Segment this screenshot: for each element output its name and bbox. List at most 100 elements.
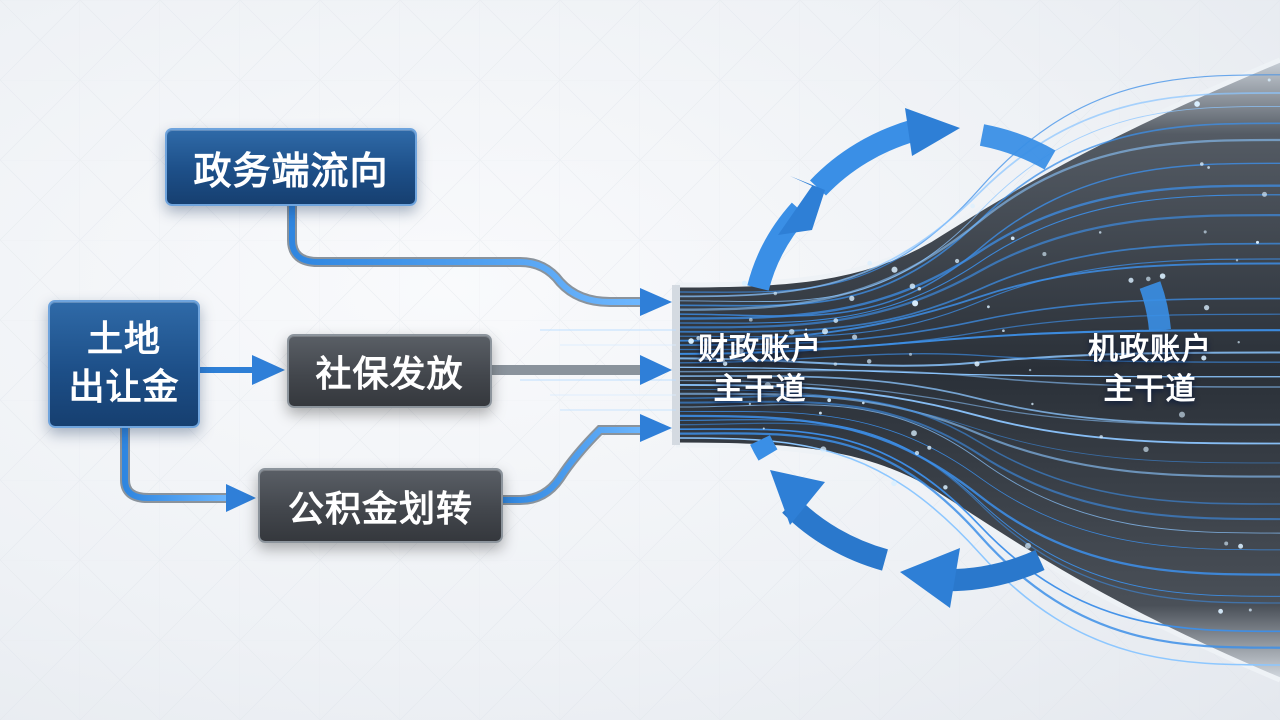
fiber-strand — [679, 379, 1280, 426]
fiber-strand — [679, 213, 1280, 329]
agency-channel-label-line2: 主干道 — [1103, 372, 1197, 407]
node-fund-label: 公积金划转 — [287, 488, 473, 530]
fiber-spark — [762, 427, 765, 430]
circular-flow-arrows-icon — [747, 119, 1171, 592]
fiber-strand — [679, 138, 1280, 311]
fiber-strand — [679, 437, 1280, 666]
fiber-spark — [1042, 252, 1047, 257]
node-gov-flow-label: 政务端流向 — [193, 148, 389, 193]
fiber-strand — [679, 388, 1280, 464]
arrow-right-icon — [770, 470, 825, 525]
fiber-spark — [1031, 402, 1034, 406]
fiber-strand — [679, 74, 1280, 293]
fiber-spark — [773, 291, 778, 296]
fiber-spark — [1262, 191, 1267, 197]
fiber-strand — [679, 353, 1280, 364]
fiber-strand — [679, 242, 1280, 333]
fiber-spark — [974, 361, 980, 367]
fiber-strand — [679, 194, 1280, 324]
fiber-strand — [679, 428, 1280, 633]
fiber-strand — [679, 92, 1280, 298]
fiber-spark — [909, 283, 916, 289]
fiber-spark — [764, 382, 771, 389]
arrow-right-icon — [640, 355, 672, 385]
fiber-spark — [1218, 608, 1223, 614]
fiber-spark — [943, 485, 948, 490]
node-fund-transfer: 公积金划转 — [258, 468, 503, 543]
fiber-spark — [912, 300, 919, 307]
arrow-right-icon — [640, 288, 672, 316]
fiber-spark — [866, 359, 872, 364]
cycle-arrowheads — [770, 108, 960, 608]
fiber-spark — [891, 266, 898, 273]
fiber-spark — [1194, 101, 1200, 107]
cycle-arc-top-right — [979, 124, 1056, 170]
fiber-strand — [679, 375, 1280, 426]
fiber-spark — [911, 430, 917, 437]
fiber-spark — [861, 401, 865, 405]
fiber-strand — [679, 404, 1280, 534]
fiber-spark — [1235, 259, 1239, 262]
fiber-spark — [1002, 329, 1005, 333]
fiber-spark — [1207, 166, 1210, 169]
node-gov-flow: 政务端流向 — [165, 128, 417, 206]
fiber-spark — [688, 338, 694, 344]
arrow-right-icon — [778, 176, 825, 235]
fiber-spark — [737, 336, 744, 343]
fiber-spark — [741, 280, 748, 286]
fiber-strand — [679, 383, 1280, 445]
fiber-spark — [1267, 78, 1271, 82]
fiber-spark — [833, 362, 838, 366]
fiber-strand — [679, 395, 1280, 505]
fiber-spark — [722, 361, 728, 366]
fiber-spark — [987, 305, 990, 309]
connector-arrowheads — [226, 288, 672, 512]
fiber-spark — [788, 328, 795, 335]
node-land-transfer: 土地 出让金 — [48, 300, 200, 428]
fiber-spark — [748, 317, 753, 322]
fiber-spark — [1224, 541, 1229, 546]
node-land-label-line1: 土地 — [86, 319, 161, 360]
fiber-strand — [679, 313, 1280, 351]
fiber-spark — [704, 355, 710, 361]
fiber-spark — [867, 260, 873, 266]
fiber-spark — [914, 450, 920, 456]
fiber-strand — [679, 297, 1280, 346]
fiber-strand — [679, 262, 1280, 342]
fiber-strand — [679, 184, 1280, 320]
fiber-strand — [679, 392, 1280, 478]
fiber-spark — [720, 357, 726, 362]
fiber-spark — [955, 258, 960, 264]
fiber-spark — [1025, 542, 1031, 549]
arrow-right-icon — [226, 484, 256, 512]
arrow-right-icon — [905, 108, 960, 156]
fiber-sparks — [688, 78, 1271, 614]
cycle-arc-top — [809, 119, 919, 196]
fiber-spark — [818, 411, 822, 415]
fiber-spark — [1237, 341, 1240, 344]
fiber-strand — [679, 410, 1280, 551]
fiber-spark — [852, 334, 858, 340]
fiber-spark — [1199, 162, 1204, 166]
fiber-spark — [970, 203, 975, 209]
fiber-spark — [833, 318, 839, 323]
fiber-spark — [1203, 304, 1210, 311]
fiber-spark — [1238, 543, 1244, 549]
fiber-spark — [917, 286, 922, 291]
fiber-spark — [1146, 276, 1151, 282]
fiber-spark — [1028, 368, 1032, 372]
fiber-spark — [1068, 150, 1071, 153]
node-social-label: 社保发放 — [315, 354, 464, 395]
fiber-spark — [891, 480, 897, 487]
fiber-strand — [679, 400, 1280, 521]
fiber-strands — [679, 74, 1280, 666]
fiber-strand — [679, 419, 1280, 597]
fiscal-channel-label: 财政账户 主干道 — [680, 330, 840, 410]
fiber-strand — [679, 351, 1280, 367]
fiber-strand — [679, 329, 1280, 355]
node-social-payout: 社保发放 — [287, 334, 492, 408]
fiber-spark — [1098, 231, 1102, 234]
fiber-spark — [1201, 355, 1207, 361]
cycle-arc-left — [750, 435, 778, 461]
